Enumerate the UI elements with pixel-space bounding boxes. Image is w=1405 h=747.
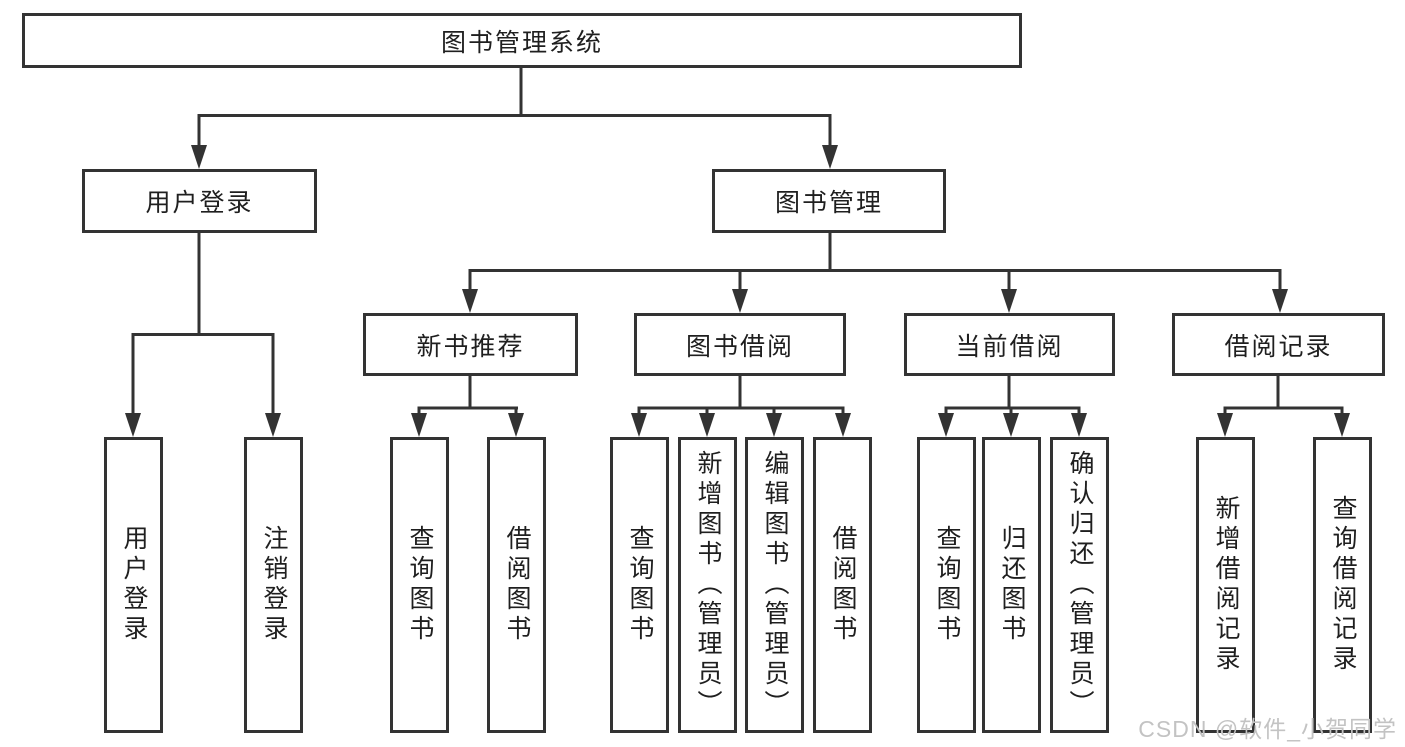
- node-current-borrow: 当前借阅: [904, 313, 1115, 376]
- node-current-borrow-label: 当前借阅: [955, 332, 1064, 361]
- node-book-borrow: 图书借阅: [634, 313, 846, 376]
- leaf-edit-book-admin: 编辑图书（管理员）: [745, 437, 804, 733]
- leaf-user-login-label: 用户登录: [120, 525, 148, 645]
- leaf-edit-book-admin-label: 编辑图书（管理员）: [761, 450, 789, 720]
- leaf-borrow-book: 借阅图书: [813, 437, 872, 733]
- leaf-query-borrow-record: 查询借阅记录: [1313, 437, 1372, 733]
- node-book-management: 图书管理: [712, 169, 946, 233]
- node-root-system: 图书管理系统: [22, 13, 1022, 68]
- leaf-logout-label: 注销登录: [260, 525, 288, 645]
- node-borrow-records: 借阅记录: [1172, 313, 1385, 376]
- leaf-recommend-borrow-books-label: 借阅图书: [503, 525, 531, 645]
- node-user-login-label: 用户登录: [145, 189, 254, 217]
- leaf-confirm-return-admin: 确认归还（管理员）: [1050, 437, 1109, 733]
- arrowheads: [125, 145, 1350, 437]
- leaf-add-book-admin: 新增图书（管理员）: [678, 437, 737, 733]
- leaf-recommend-query-books: 查询图书: [390, 437, 449, 733]
- connector-segments: [131, 68, 1344, 414]
- node-book-management-label: 图书管理: [774, 189, 883, 217]
- leaf-user-login: 用户登录: [104, 437, 163, 733]
- leaf-query-borrow-record-label: 查询借阅记录: [1329, 495, 1357, 675]
- node-root-label: 图书管理系统: [440, 28, 603, 57]
- node-borrow-records-label: 借阅记录: [1224, 332, 1333, 361]
- leaf-add-borrow-record-label: 新增借阅记录: [1212, 495, 1240, 675]
- leaf-return-book: 归还图书: [982, 437, 1041, 733]
- leaf-recommend-borrow-books: 借阅图书: [487, 437, 546, 733]
- csdn-watermark: CSDN @软件_小贺同学: [1138, 716, 1397, 742]
- node-new-book-recommend: 新书推荐: [363, 313, 578, 376]
- leaf-borrow-book-label: 借阅图书: [829, 525, 857, 645]
- leaf-confirm-return-admin-label: 确认归还（管理员）: [1066, 450, 1094, 720]
- node-book-borrow-label: 图书借阅: [685, 332, 794, 361]
- leaf-current-query-books: 查询图书: [917, 437, 976, 733]
- node-new-book-recommend-label: 新书推荐: [416, 332, 525, 361]
- leaf-add-book-admin-label: 新增图书（管理员）: [694, 450, 722, 720]
- node-user-login: 用户登录: [82, 169, 317, 233]
- leaf-current-query-books-label: 查询图书: [933, 525, 961, 645]
- leaf-add-borrow-record: 新增借阅记录: [1196, 437, 1255, 733]
- leaf-return-book-label: 归还图书: [998, 525, 1026, 645]
- leaf-borrow-query-books: 查询图书: [610, 437, 669, 733]
- leaf-recommend-query-books-label: 查询图书: [406, 525, 434, 645]
- leaf-logout: 注销登录: [244, 437, 303, 733]
- leaf-borrow-query-books-label: 查询图书: [626, 525, 654, 645]
